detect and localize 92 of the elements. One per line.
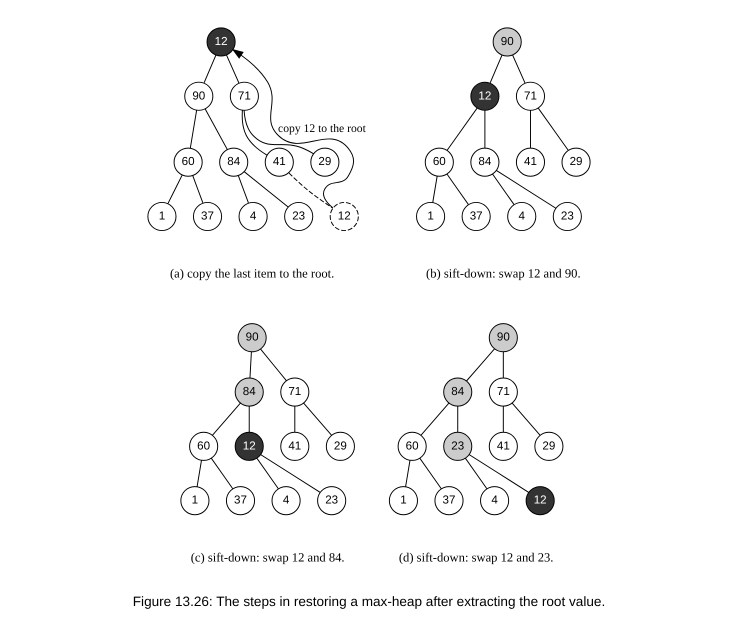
node-circle: 71 <box>515 82 545 111</box>
arrow <box>231 48 354 208</box>
node-circle: 84 <box>442 378 472 407</box>
node-circle: 90 <box>237 323 266 352</box>
connector <box>192 175 203 204</box>
connector <box>243 171 288 208</box>
connector <box>512 54 526 84</box>
node-circle: 41 <box>515 148 545 177</box>
node-circle: 1 <box>416 202 445 232</box>
node-circle: 23 <box>316 486 346 516</box>
connector <box>226 54 239 84</box>
connector <box>420 402 449 436</box>
node-circle: 23 <box>284 202 313 232</box>
node-circle: 12 <box>206 27 236 56</box>
connector <box>404 460 410 488</box>
node-circle: 60 <box>397 432 426 461</box>
connector <box>502 351 504 378</box>
connector <box>260 454 320 493</box>
connector <box>204 108 228 150</box>
connector <box>446 108 478 151</box>
node-circle: 23 <box>442 432 472 461</box>
node-circle: 29 <box>561 148 590 177</box>
node-circle: 4 <box>506 202 536 232</box>
node-circle: 60 <box>188 432 218 461</box>
connector <box>464 458 487 489</box>
connector <box>203 54 216 84</box>
connector <box>243 110 314 154</box>
node-circle: 29 <box>310 148 339 177</box>
connector <box>189 110 197 149</box>
label: (d) sift-down: swap 12 and 23. <box>398 550 553 565</box>
node-circle: 29 <box>325 432 354 461</box>
node-circle: 71 <box>229 82 258 111</box>
node-circle: 23 <box>552 202 582 232</box>
connector <box>237 175 248 204</box>
connector <box>511 402 540 436</box>
connector <box>489 54 502 84</box>
connector <box>248 406 250 432</box>
node-circle: 37 <box>461 202 490 232</box>
connector <box>260 348 286 382</box>
node-circle: 71 <box>280 378 309 407</box>
label: (b) sift-down: swap 12 and 90. <box>426 266 580 281</box>
node-circle: 60 <box>424 148 454 177</box>
connector <box>256 458 278 489</box>
connector <box>495 170 556 209</box>
label: (a) copy the last item to the root. <box>169 266 334 281</box>
node-circle: 37 <box>225 486 255 516</box>
connector <box>484 110 485 148</box>
node-circle: 84 <box>218 148 248 177</box>
node-circle: 41 <box>264 148 294 177</box>
node-circle: 71 <box>488 378 518 407</box>
connector <box>492 174 514 205</box>
node-circle: 4 <box>238 202 268 232</box>
node-circle: 12 <box>525 486 554 516</box>
connector <box>196 460 202 488</box>
node-circle: 90 <box>184 82 213 111</box>
node-circle: 12 <box>329 202 358 232</box>
node-circle: 1 <box>146 202 176 232</box>
connector <box>432 176 438 203</box>
connector <box>418 458 442 489</box>
connector <box>248 351 252 378</box>
node-circle: 90 <box>488 323 518 352</box>
connector <box>537 108 568 151</box>
node-circle: 84 <box>234 378 264 407</box>
connector <box>468 454 529 493</box>
node-circle: 12 <box>234 432 264 461</box>
connector <box>210 458 233 489</box>
node-circle: 12 <box>470 82 499 111</box>
node-circle: 4 <box>480 486 509 516</box>
caption: Figure 13.26: The steps in restoring a max-heap after extracting the root value. <box>132 594 605 610</box>
node-circle: 29 <box>534 432 563 461</box>
node-circle: 41 <box>280 432 309 461</box>
connector <box>502 406 504 432</box>
connector <box>466 348 495 382</box>
edge-label: copy 12 to the root <box>278 122 366 136</box>
node-circle: 1 <box>180 486 209 516</box>
node-circle: 1 <box>388 486 418 516</box>
node-circle: 4 <box>271 486 300 516</box>
label: (c) sift-down: swap 12 and 84. <box>190 550 344 565</box>
node-circle: 37 <box>192 202 222 232</box>
connector <box>288 172 333 209</box>
connector <box>294 406 295 432</box>
node-circle: 84 <box>470 148 499 177</box>
node-circle: 37 <box>434 486 464 516</box>
connector <box>456 406 458 432</box>
node-circle: 90 <box>492 27 522 56</box>
node-circle: 60 <box>173 148 202 177</box>
connector <box>446 174 468 205</box>
connector <box>166 174 182 204</box>
node-circle: 41 <box>488 432 518 461</box>
connector <box>302 402 332 436</box>
connector <box>211 402 240 436</box>
connector <box>241 110 267 156</box>
